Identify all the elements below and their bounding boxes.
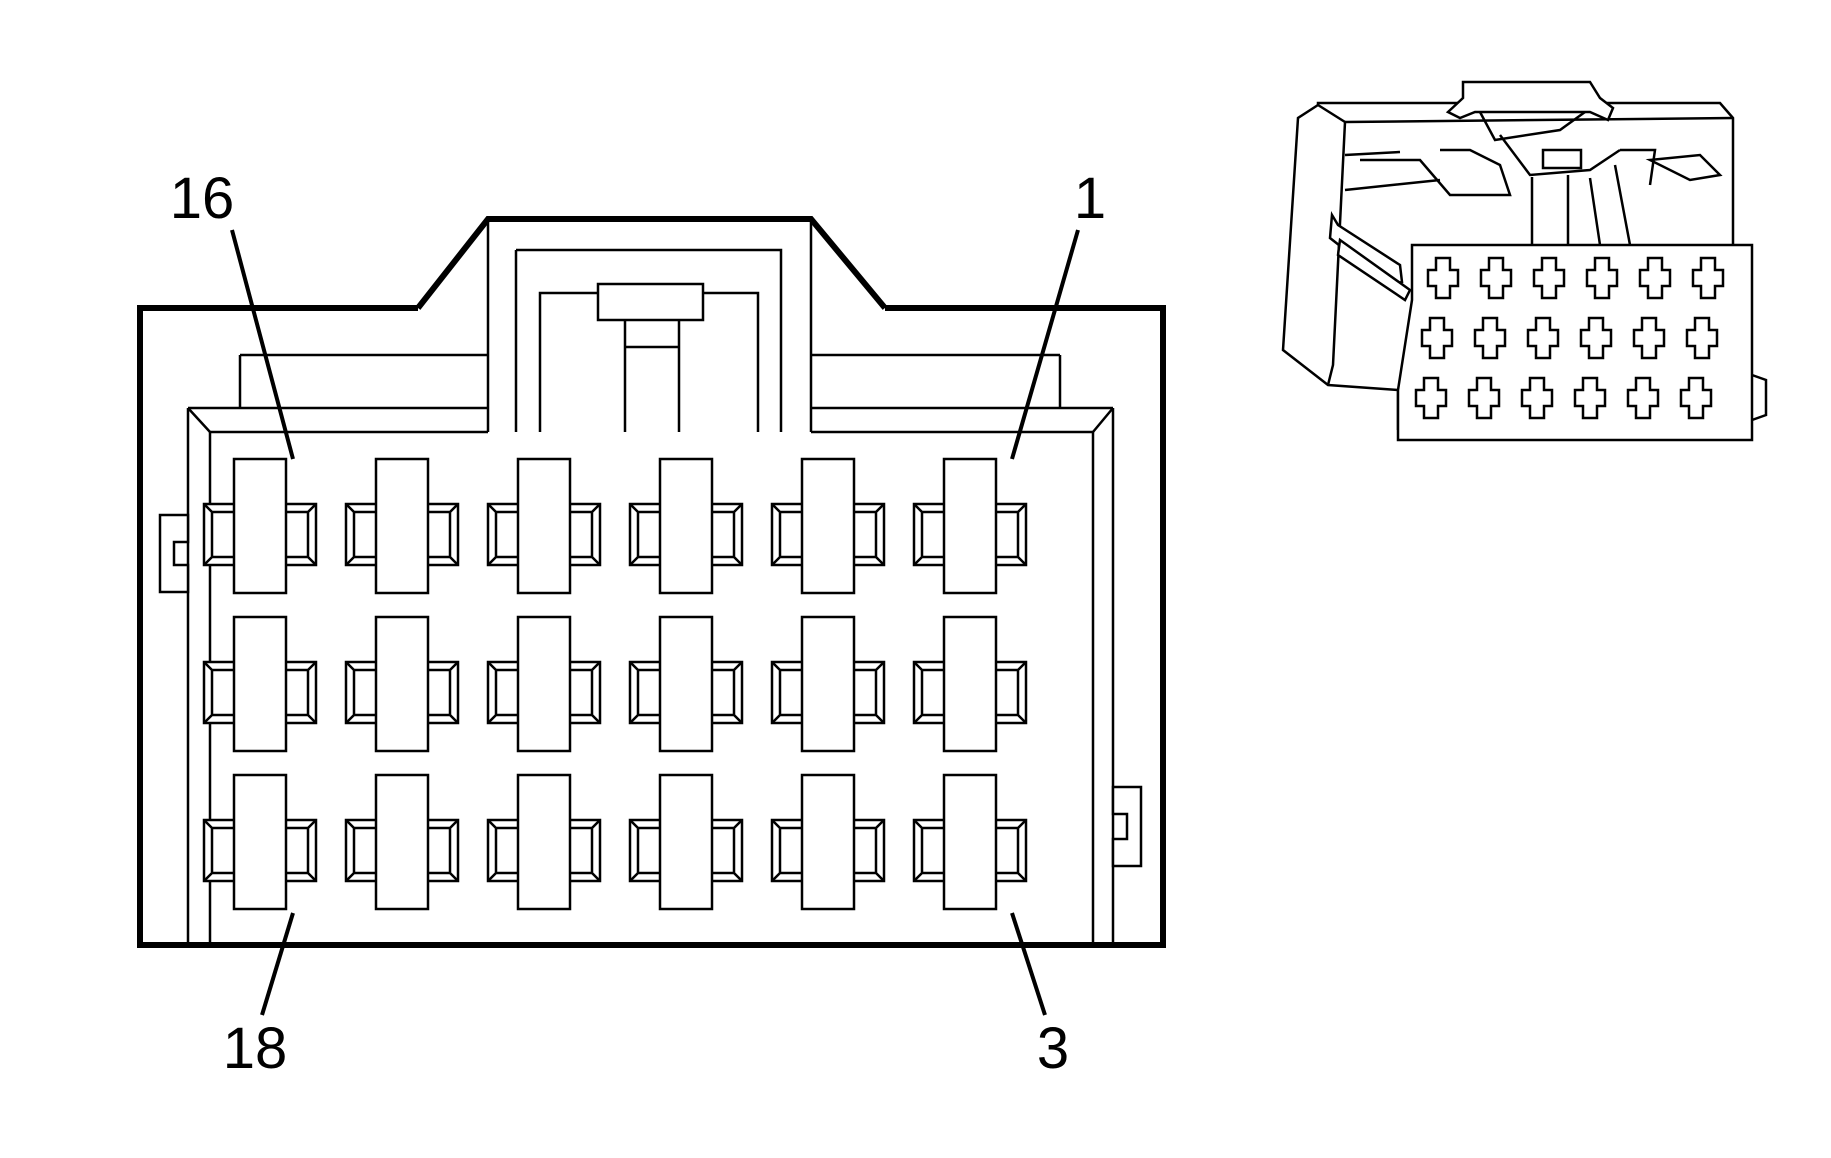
pin-cavity [202,773,318,911]
thumbnail-pin-cavity [1679,376,1713,420]
thumbnail-pin-cavity [1632,316,1666,360]
inner-walls [186,353,1115,945]
pin-cavity [628,773,744,911]
thumbnail-pin-cavity [1579,316,1613,360]
pin-cavity [486,457,602,595]
leader-pin-18 [260,912,295,1016]
pin-cavity [770,615,886,753]
side-notch-left [158,513,190,594]
connector-face-view [137,216,1166,948]
leader-pin-1 [1010,229,1080,460]
pin-cavity [912,615,1028,753]
side-notch-right [1111,785,1143,868]
thumbnail-pin-cavity [1573,376,1607,420]
pin-cavities [202,457,1028,911]
pin-labels: 16 1 18 3 [170,166,1106,1081]
leader-pin-3 [1010,912,1047,1016]
pin-cavity [202,615,318,753]
connector-isometric-view [1281,80,1768,442]
thumbnail-pin-cavity [1420,316,1454,360]
pin-label-18: 18 [223,1016,288,1081]
thumbnail-pin-cavity [1467,376,1501,420]
pin-cavity [628,457,744,595]
leader-pin-16 [230,229,295,460]
pin-cavity [202,457,318,595]
thumbnail-pin-cavity [1532,256,1566,300]
thumbnail-pin-cavity [1473,316,1507,360]
pin-label-3: 3 [1037,1016,1069,1081]
thumbnail-pin-cavity [1426,256,1460,300]
thumbnail-pin-cavity [1585,256,1619,300]
pin-cavity [344,773,460,911]
connector-housing-outline [137,305,1166,948]
pin-cavity [344,457,460,595]
pin-label-1: 1 [1074,166,1106,231]
thumbnail-pin-cavities [1414,256,1725,420]
latch [538,282,760,432]
thumbnail-pin-cavity [1526,316,1560,360]
locking-tab-inner-frame [486,219,813,432]
pin-cavity [486,615,602,753]
pin-cavity [770,457,886,595]
thumbnail-pin-cavity [1479,256,1513,300]
pin-label-16: 16 [170,166,235,231]
thumbnail-pin-cavity [1414,376,1448,420]
pin-cavity [344,615,460,753]
thumbnail-pin-cavity [1691,256,1725,300]
pin-cavity [770,773,886,911]
pin-cavity [912,457,1028,595]
thumbnail-pin-cavity [1685,316,1719,360]
thumbnail-pin-cavity [1520,376,1554,420]
thumbnail-pin-cavity [1626,376,1660,420]
pin-cavity [628,615,744,753]
pin-cavity [486,773,602,911]
pin-cavity [912,773,1028,911]
locking-tab-outline [415,216,888,310]
thumbnail-pin-cavity [1638,256,1672,300]
